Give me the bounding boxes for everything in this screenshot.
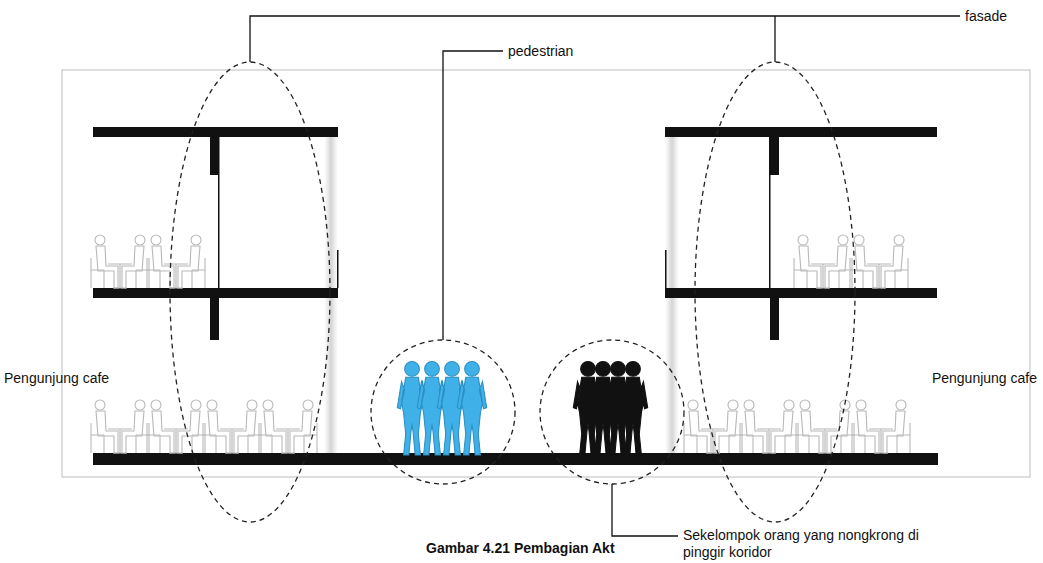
pedestrians	[397, 362, 486, 455]
seated-visitor	[796, 400, 823, 453]
seated-visitor	[122, 235, 149, 288]
seated-visitor	[794, 235, 821, 288]
figure-caption: Gambar 4.21 Pembagian Akt	[423, 540, 618, 557]
seated-visitor	[881, 235, 908, 288]
seated-visitor	[234, 400, 261, 453]
facade-label: fasade	[965, 8, 1007, 25]
seated-visitor	[852, 400, 879, 453]
frame	[62, 70, 1030, 477]
seated-visitor	[91, 235, 118, 288]
cafe-visitors	[91, 235, 910, 453]
right-building	[665, 127, 937, 340]
seated-visitor	[203, 400, 230, 453]
seated-visitor	[178, 400, 205, 453]
seated-visitor	[147, 400, 174, 453]
leader-line	[250, 16, 960, 536]
seated-visitor	[259, 400, 286, 453]
seated-visitor	[684, 400, 711, 453]
visitor-label: Pengunjung cafe	[932, 370, 1037, 387]
pedestrian-label: pedestrian	[508, 43, 573, 60]
hangout-group	[573, 362, 647, 455]
person-figure	[618, 362, 647, 455]
seated-visitor	[290, 400, 317, 453]
ground-slab	[93, 453, 938, 465]
seated-visitor	[122, 400, 149, 453]
seated-visitor	[825, 235, 852, 288]
seated-visitor	[178, 235, 205, 288]
seated-visitor	[147, 235, 174, 288]
seated-visitor	[91, 400, 118, 453]
visitor-label: Pengunjung cafe	[4, 370, 109, 387]
seated-visitor	[740, 400, 767, 453]
person-figure	[457, 362, 486, 455]
dashed-outline	[170, 62, 855, 522]
group-label: Sekelompok orang yang nongkrong di pingg…	[683, 527, 933, 561]
seated-visitor	[883, 400, 910, 453]
left-building	[93, 127, 339, 340]
seated-visitor	[715, 400, 742, 453]
seated-visitor	[771, 400, 798, 453]
